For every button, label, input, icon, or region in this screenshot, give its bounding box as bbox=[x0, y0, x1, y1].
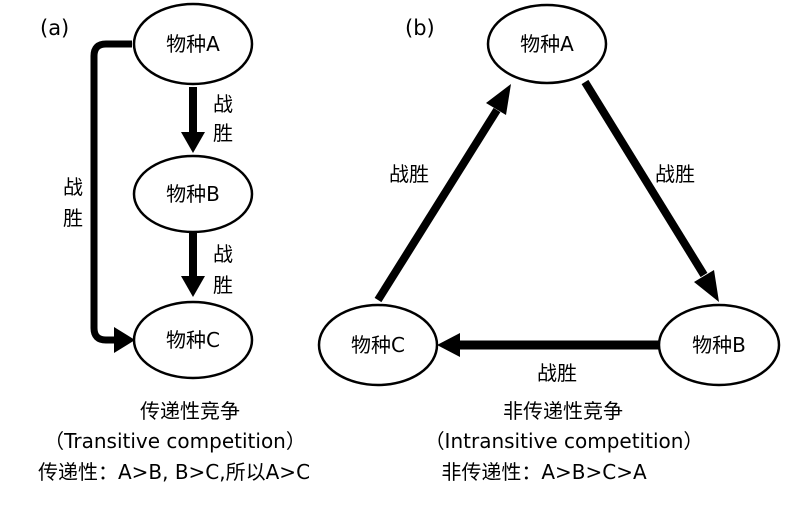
node-label: 物种B bbox=[166, 182, 220, 206]
edge-b-to-c bbox=[181, 224, 205, 297]
edge-label-a-b: 战胜 bbox=[655, 162, 695, 186]
panel-a: (a) 战 胜 战 胜 战 胜 物种A 物种B bbox=[38, 2, 310, 484]
node-species-c: 物种C bbox=[317, 303, 439, 387]
node-label: 物种A bbox=[166, 32, 220, 56]
edge-label-a-b-1: 战 bbox=[213, 92, 233, 116]
edge-label-c-a: 战胜 bbox=[389, 162, 429, 186]
node-species-a: 物种A bbox=[132, 2, 254, 86]
edge-label-a-c-1: 战 bbox=[63, 175, 83, 199]
panel-a-caption-rule: 传递性：A>B, B>C,所以A>C bbox=[38, 460, 310, 484]
node-species-b: 物种B bbox=[657, 303, 781, 387]
panel-b-label: (b) bbox=[405, 16, 435, 40]
node-species-a: 物种A bbox=[486, 3, 608, 85]
panel-b: (b) 战胜 战胜 战胜 物种A 物种C 物种B bbox=[317, 3, 781, 484]
edge-b-to-c bbox=[437, 333, 660, 357]
edge-label-a-c-2: 胜 bbox=[63, 206, 83, 230]
edge-label-b-c-2: 胜 bbox=[213, 273, 233, 297]
node-label: 物种A bbox=[520, 32, 574, 56]
edge-a-to-b bbox=[181, 87, 205, 153]
panel-a-caption-subtitle: （Transitive competition） bbox=[44, 429, 306, 453]
edge-label-b-c: 战胜 bbox=[537, 361, 577, 385]
edge-label-a-b-2: 胜 bbox=[213, 121, 233, 145]
edge-c-to-a bbox=[374, 84, 511, 303]
panel-b-caption-rule: 非传递性：A>B>C>A bbox=[441, 460, 647, 484]
panel-b-caption-subtitle: （Intransitive competition） bbox=[425, 429, 704, 453]
panel-a-caption-title: 传递性竞争 bbox=[140, 399, 240, 423]
panel-a-label: (a) bbox=[40, 16, 69, 40]
edge-a-to-b bbox=[581, 79, 719, 302]
node-species-b: 物种B bbox=[132, 154, 254, 234]
node-label: 物种B bbox=[692, 333, 746, 357]
edge-a-to-c bbox=[90, 40, 135, 353]
node-label: 物种C bbox=[166, 328, 220, 352]
panel-b-caption-title: 非传递性竞争 bbox=[503, 399, 623, 423]
node-label: 物种C bbox=[351, 333, 405, 357]
node-species-c: 物种C bbox=[132, 300, 254, 380]
edge-label-b-c-1: 战 bbox=[213, 242, 233, 266]
